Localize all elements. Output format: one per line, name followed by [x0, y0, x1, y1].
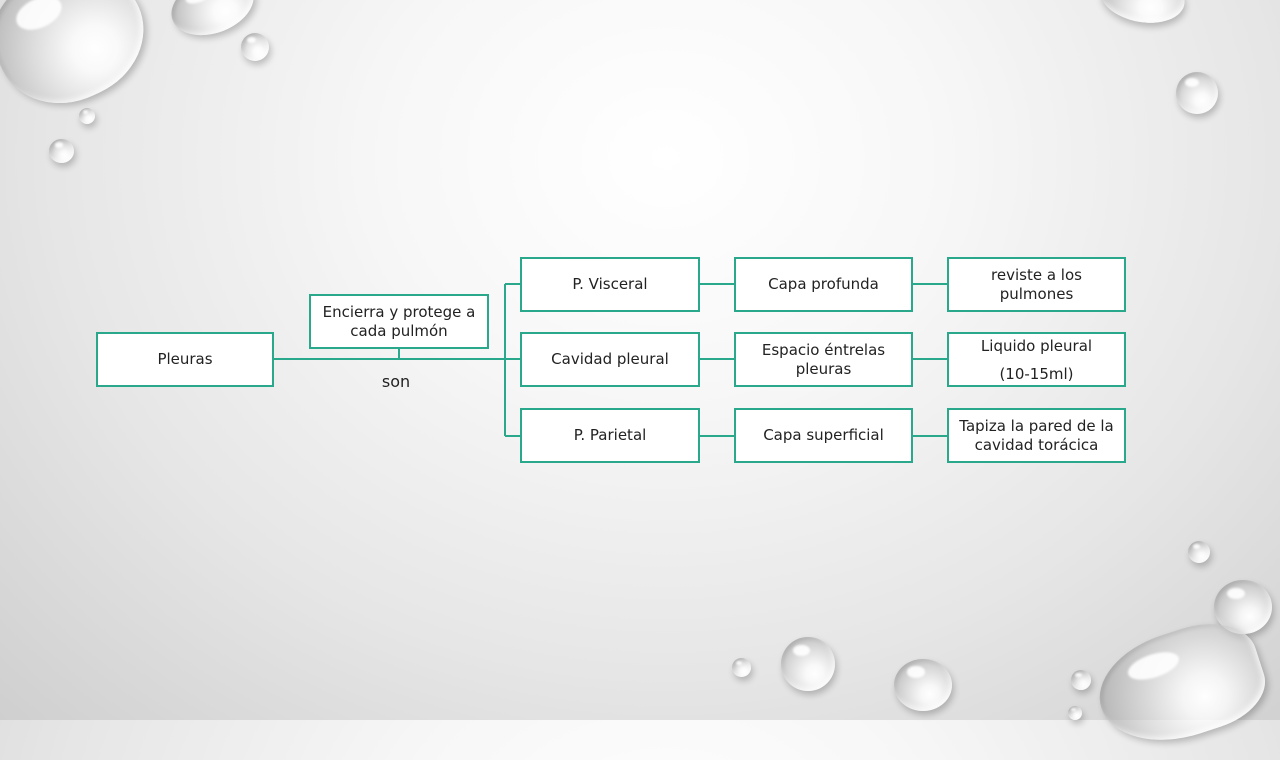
- node-reviste-pulmones-label: reviste a los pulmones: [991, 265, 1082, 303]
- water-drop-decoration: [1188, 541, 1210, 563]
- water-drop-decoration: [79, 108, 95, 124]
- node-pleuras-label: Pleuras: [157, 350, 213, 368]
- water-drop-decoration: [1071, 670, 1091, 690]
- water-drop-decoration: [894, 659, 952, 711]
- node-description: Encierra y protege a cada pulmón: [309, 294, 489, 349]
- node-tapiza-pared: Tapiza la pared de la cavidad torácica: [947, 408, 1126, 463]
- water-drop-decoration: [1176, 72, 1218, 114]
- water-drop-decoration: [1068, 706, 1082, 720]
- water-drop-decoration: [732, 658, 751, 677]
- node-espacio-entre-pleuras-label: Espacio éntrelas pleuras: [761, 340, 886, 378]
- water-drop-decoration: [49, 139, 74, 163]
- node-p-parietal-label: P. Parietal: [573, 426, 647, 444]
- node-p-parietal: P. Parietal: [520, 408, 700, 463]
- node-espacio-entre-pleuras: Espacio éntrelas pleuras: [734, 332, 913, 387]
- node-capa-superficial-label: Capa superficial: [763, 426, 884, 444]
- node-reviste-pulmones: reviste a los pulmones: [947, 257, 1126, 312]
- node-cavidad-pleural-label: Cavidad pleural: [551, 350, 669, 368]
- connector-label-son: son: [381, 372, 411, 391]
- node-capa-superficial: Capa superficial: [734, 408, 913, 463]
- node-tapiza-pared-label: Tapiza la pared de la cavidad torácica: [959, 416, 1114, 454]
- node-description-label: Encierra y protege a cada pulmón: [322, 302, 476, 340]
- node-p-visceral-label: P. Visceral: [572, 275, 648, 293]
- node-pleuras: Pleuras: [96, 332, 274, 387]
- water-drop-decoration: [781, 637, 835, 691]
- node-liquido-pleural-line2: (10-15ml): [999, 364, 1074, 383]
- node-p-visceral: P. Visceral: [520, 257, 700, 312]
- node-liquido-pleural-line1: Liquido pleural: [980, 336, 1093, 355]
- node-liquido-pleural: Liquido pleural (10-15ml): [947, 332, 1126, 387]
- node-capa-profunda: Capa profunda: [734, 257, 913, 312]
- water-drop-decoration: [241, 33, 269, 61]
- connector-lines: [273, 283, 948, 437]
- node-capa-profunda-label: Capa profunda: [768, 275, 879, 293]
- node-cavidad-pleural: Cavidad pleural: [520, 332, 700, 387]
